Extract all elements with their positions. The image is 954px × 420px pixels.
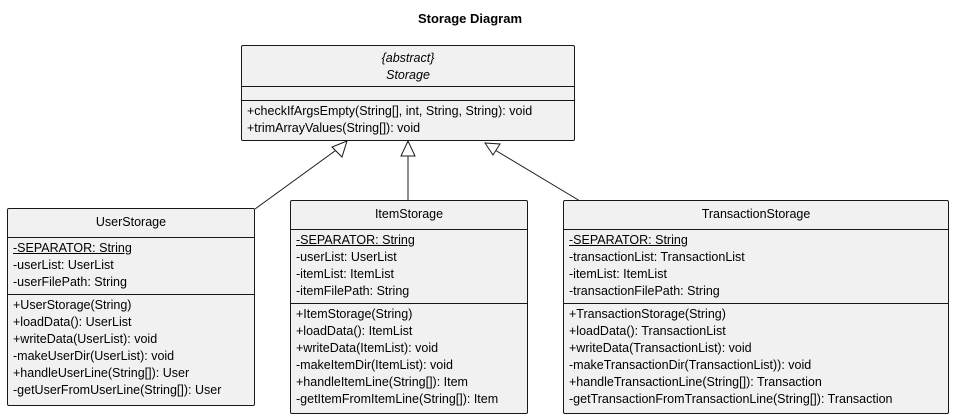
class-storage: {abstract} Storage +checkIfArgsEmpty(Str…	[241, 45, 575, 141]
method: -makeUserDir(UserList): void	[13, 349, 175, 363]
attribute: -userList: UserList	[296, 250, 397, 264]
attribute: -transactionList: TransactionList	[569, 250, 745, 264]
method: -getItemFromItemLine(String[]): Item	[296, 392, 499, 406]
class-storage-methods: +checkIfArgsEmpty(String[], int, String,…	[242, 101, 574, 140]
class-transactionstorage-methods: +TransactionStorage(String) +loadData():…	[564, 304, 948, 411]
class-storage-attributes	[242, 87, 574, 101]
method: -getUserFromUserLine(String[]): User	[13, 383, 222, 397]
attribute-static: -SEPARATOR: String	[296, 233, 415, 247]
method: +handleUserLine(String[]): User	[13, 366, 190, 380]
method: +ItemStorage(String)	[296, 307, 413, 321]
attribute-static: -SEPARATOR: String	[569, 233, 688, 247]
method: +TransactionStorage(String)	[569, 307, 726, 321]
class-itemstorage-name: ItemStorage	[291, 201, 527, 230]
class-storage-name: Storage	[386, 68, 430, 82]
userstorage-extends-arrowhead	[331, 140, 348, 158]
class-transactionstorage-name: TransactionStorage	[564, 201, 948, 230]
method: -makeItemDir(ItemList): void	[296, 358, 453, 372]
attribute: -itemList: ItemList	[296, 267, 394, 281]
attribute: -transactionFilePath: String	[569, 284, 720, 298]
class-userstorage: UserStorage -SEPARATOR: String -userList…	[7, 208, 255, 406]
method: +checkIfArgsEmpty(String[], int, String,…	[247, 104, 533, 118]
attribute-static: -SEPARATOR: String	[13, 241, 132, 255]
class-userstorage-name: UserStorage	[8, 209, 254, 238]
method: +writeData(TransactionList): void	[569, 341, 752, 355]
method: +handleItemLine(String[]): Item	[296, 375, 468, 389]
attribute: -itemList: ItemList	[569, 267, 667, 281]
class-transactionstorage-attributes: -SEPARATOR: String -transactionList: Tra…	[564, 230, 948, 304]
class-storage-header: {abstract} Storage	[242, 46, 574, 87]
attribute: -itemFilePath: String	[296, 284, 410, 298]
method: +UserStorage(String)	[13, 298, 132, 312]
method: -makeTransactionDir(TransactionList)): v…	[569, 358, 812, 372]
diagram-title: Storage Diagram	[417, 11, 523, 26]
class-userstorage-attributes: -SEPARATOR: String -userList: UserList -…	[8, 238, 254, 295]
userstorage-extends-line	[254, 147, 340, 210]
itemstorage-extends-arrowhead	[400, 139, 416, 157]
attribute: -userFilePath: String	[13, 275, 127, 289]
class-transactionstorage: TransactionStorage -SEPARATOR: String -t…	[563, 200, 949, 414]
method: -getTransactionFromTransactionLine(Strin…	[569, 392, 893, 406]
transactionstorage-extends-arrowhead	[484, 142, 501, 156]
class-itemstorage: ItemStorage -SEPARATOR: String -userList…	[290, 200, 528, 414]
abstract-stereotype: {abstract}	[381, 51, 435, 65]
class-userstorage-methods: +UserStorage(String) +loadData(): UserLi…	[8, 295, 254, 402]
attribute: -userList: UserList	[13, 258, 114, 272]
method: +loadData(): ItemList	[296, 324, 413, 338]
method: +writeData(ItemList): void	[296, 341, 439, 355]
class-itemstorage-methods: +ItemStorage(String) +loadData(): ItemLi…	[291, 304, 527, 411]
method: +loadData(): UserList	[13, 315, 132, 329]
method: +writeData(UserList): void	[13, 332, 158, 346]
transactionstorage-extends-line	[494, 149, 581, 202]
class-itemstorage-attributes: -SEPARATOR: String -userList: UserList -…	[291, 230, 527, 304]
method: +handleTransactionLine(String[]): Transa…	[569, 375, 822, 389]
method: +trimArrayValues(String[]): void	[247, 121, 421, 135]
method: +loadData(): TransactionList	[569, 324, 726, 338]
